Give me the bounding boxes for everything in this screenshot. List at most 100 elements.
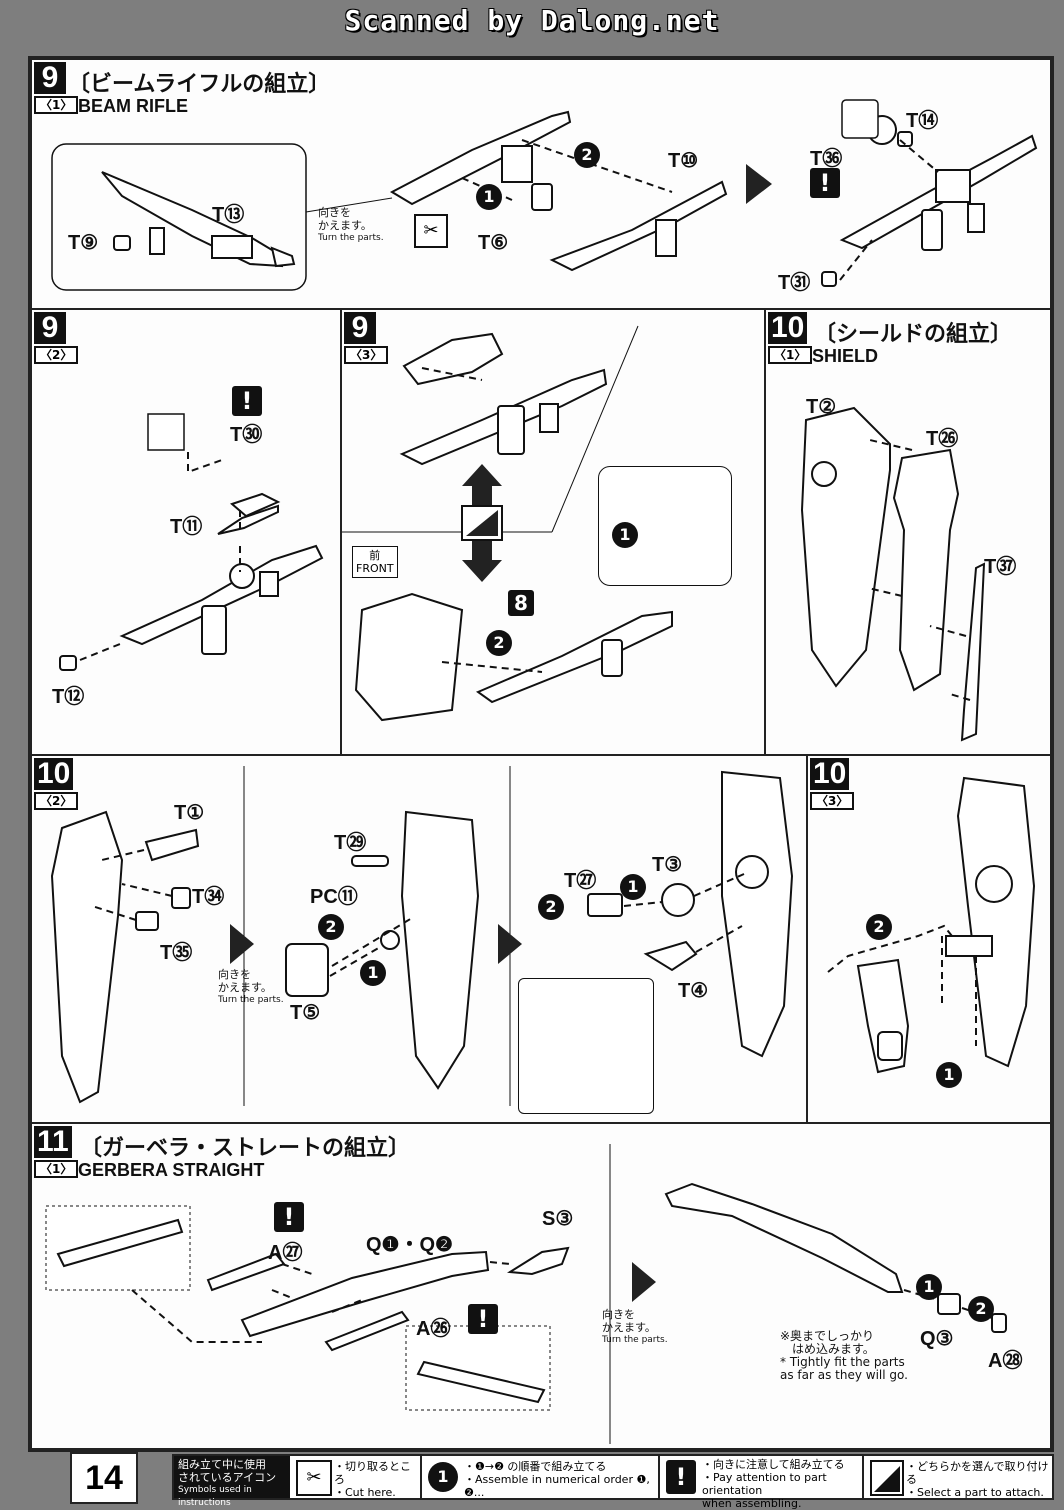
warning-icon: ! [468,1304,498,1334]
part-label: T㊱ [810,148,843,170]
step-number: 10 [34,758,74,790]
legend-heading-jp: 組み立て中に使用 されているアイコン [178,1458,277,1484]
step-9-3-panel: 9 〈3〉 1 2 [340,308,766,756]
turn-note-en: Turn the parts. [318,233,384,243]
legend-text-jp: ・向きに注意して組み立てる [702,1458,845,1471]
part-label: T② [806,396,837,418]
order-1-icon: 1 [476,184,502,210]
step-10-3-panel: 10 〈3〉 2 1 [806,754,1052,1124]
legend-item-order: 1 ・❶→❷ の順番で組み立てる ・Assemble in numerical … [420,1456,656,1499]
step-title-jp: 〔ビームライフルの組立〕 [68,72,331,97]
part-label: S③ [542,1208,574,1230]
substep-number: 〈3〉 [344,346,389,364]
step-number: 9 [34,312,66,344]
gerbera-straight-drawing [45,1144,1007,1444]
step-9-2-panel: 9 〈2〉 ! T㉚ T⑪ T⑫ [30,308,342,756]
reference-step-badge: 8 [508,590,534,616]
part-label: T⑨ [68,232,99,254]
detail-callout [518,978,654,1114]
turn-note: 向きを かえます。 Turn the parts. [218,968,284,1007]
part-label: T⑭ [906,110,939,132]
rifle-attach-drawing [342,325,673,722]
step-title-jp: 〔シールドの組立〕 [814,322,1013,347]
step-number: 10 [768,312,808,344]
shield-drawing [800,406,986,742]
part-label: T⑫ [52,686,85,708]
instruction-sheet: 9 〈1〉 〔ビームライフルの組立〕 BEAM RIFLE [28,56,1054,1452]
legend-heading-en: Symbols used in instructions [178,1485,252,1508]
step-10-2-panel: 10 〈2〉 [30,754,808,1124]
step-title-jp: 〔ガーベラ・ストレートの組立〕 [80,1136,411,1161]
front-label-jp: 前 [369,549,381,562]
substep-number: 〈2〉 [34,346,79,364]
part-label: A㉗ [268,1242,303,1264]
part-label: T⑤ [290,1002,321,1024]
cut-icon: ✂ [296,1460,332,1496]
order-2-icon: 2 [574,142,600,168]
turn-note-jp: 向きを かえます。 [218,968,272,994]
part-label: Q❶・Q❷ [366,1234,453,1256]
step-title-en: GERBERA STRAIGHT [78,1160,265,1180]
part-label: Q③ [920,1328,954,1350]
part-label: T⑥ [478,232,509,254]
substep-number: 〈2〉 [34,792,79,810]
substep-number: 〈1〉 [34,96,79,114]
step-title-en: BEAM RIFLE [78,96,188,116]
order-1-icon: 1 [916,1274,942,1300]
turn-note-jp: 向きを かえます。 [318,206,372,232]
part-label: T㉖ [926,428,959,450]
legend-item-select: ・どちらかを選んで取り付ける ・Select a part to attach. [862,1456,1050,1499]
order-1-icon: 1 [612,522,638,548]
order-2-icon: 2 [866,914,892,940]
substep-number: 〈1〉 [34,1160,79,1178]
part-label: T㉚ [230,424,263,446]
order-2-icon: 2 [486,630,512,656]
part-label: T⑩ [668,150,699,172]
part-label: T① [174,802,205,824]
legend-text-en: ・Assemble in numerical order ❶, ❷... [464,1473,650,1499]
watermark: Scanned by Dalong.net [344,4,720,37]
step-number: 10 [810,758,850,790]
legend-item-cut: ✂ ・切り取るところ ・Cut here. [294,1456,416,1499]
turn-note: 向きを かえます。 Turn the parts. [602,1308,668,1347]
part-label: A㉖ [416,1318,451,1340]
legend-text-en: ・Select a part to attach. [906,1486,1044,1499]
fit-note-jp: ※奥までしっかり はめ込みます。 [780,1329,875,1356]
step-title-en: SHIELD [812,346,879,366]
legend-text: ・切り取るところ ・Cut here. [334,1460,416,1499]
symbol-legend: 組み立て中に使用 されているアイコン Symbols used in instr… [172,1454,1054,1510]
legend-text-en: ・Pay attention to part orientation when … [702,1471,827,1510]
part-label: T㊲ [984,556,1017,578]
legend-text-jp: ・切り取るところ [334,1460,411,1486]
rifle-scope-drawing [59,413,324,671]
turn-note-en: Turn the parts. [602,1335,668,1345]
front-label-en: FRONT [356,562,394,575]
part-label: T㉛ [778,272,811,294]
substep-number: 〈1〉 [768,346,813,364]
part-label: T④ [678,980,709,1002]
shield-arm-drawing [827,776,1036,1074]
part-label: T⑬ [212,204,245,226]
warning-icon: ! [810,168,840,198]
legend-heading: 組み立て中に使用 されているアイコン Symbols used in instr… [174,1456,290,1508]
part-label: PC⑪ [310,886,358,908]
legend-text-jp: ・❶→❷ の順番で組み立てる [464,1460,607,1473]
number-1-icon: 1 [428,1462,458,1492]
step-number: 9 [344,312,376,344]
step-number: 9 [34,62,66,94]
part-label: T③ [652,854,683,876]
select-icon [870,1460,904,1496]
legend-text-jp: ・どちらかを選んで取り付ける [906,1460,1049,1486]
step-number: 11 [34,1126,72,1158]
order-1-icon: 1 [620,874,646,900]
turn-note-jp: 向きを かえます。 [602,1308,656,1334]
page-number: 14 [70,1452,138,1504]
shield-assembly-drawing [50,766,794,1106]
part-label: T㉙ [334,832,367,854]
order-2-icon: 2 [968,1296,994,1322]
legend-item-warning: ! ・向きに注意して組み立てる ・Pay attention to part o… [658,1456,860,1510]
step-10-1-panel: 10 〈1〉 〔シールドの組立〕 SHIELD T② T㉖ T㊲ [764,308,1052,756]
part-label: T㉗ [564,870,597,892]
fit-note-en: * Tightly fit the parts as far as they w… [780,1355,908,1382]
cut-icon: ✂ [414,214,448,248]
